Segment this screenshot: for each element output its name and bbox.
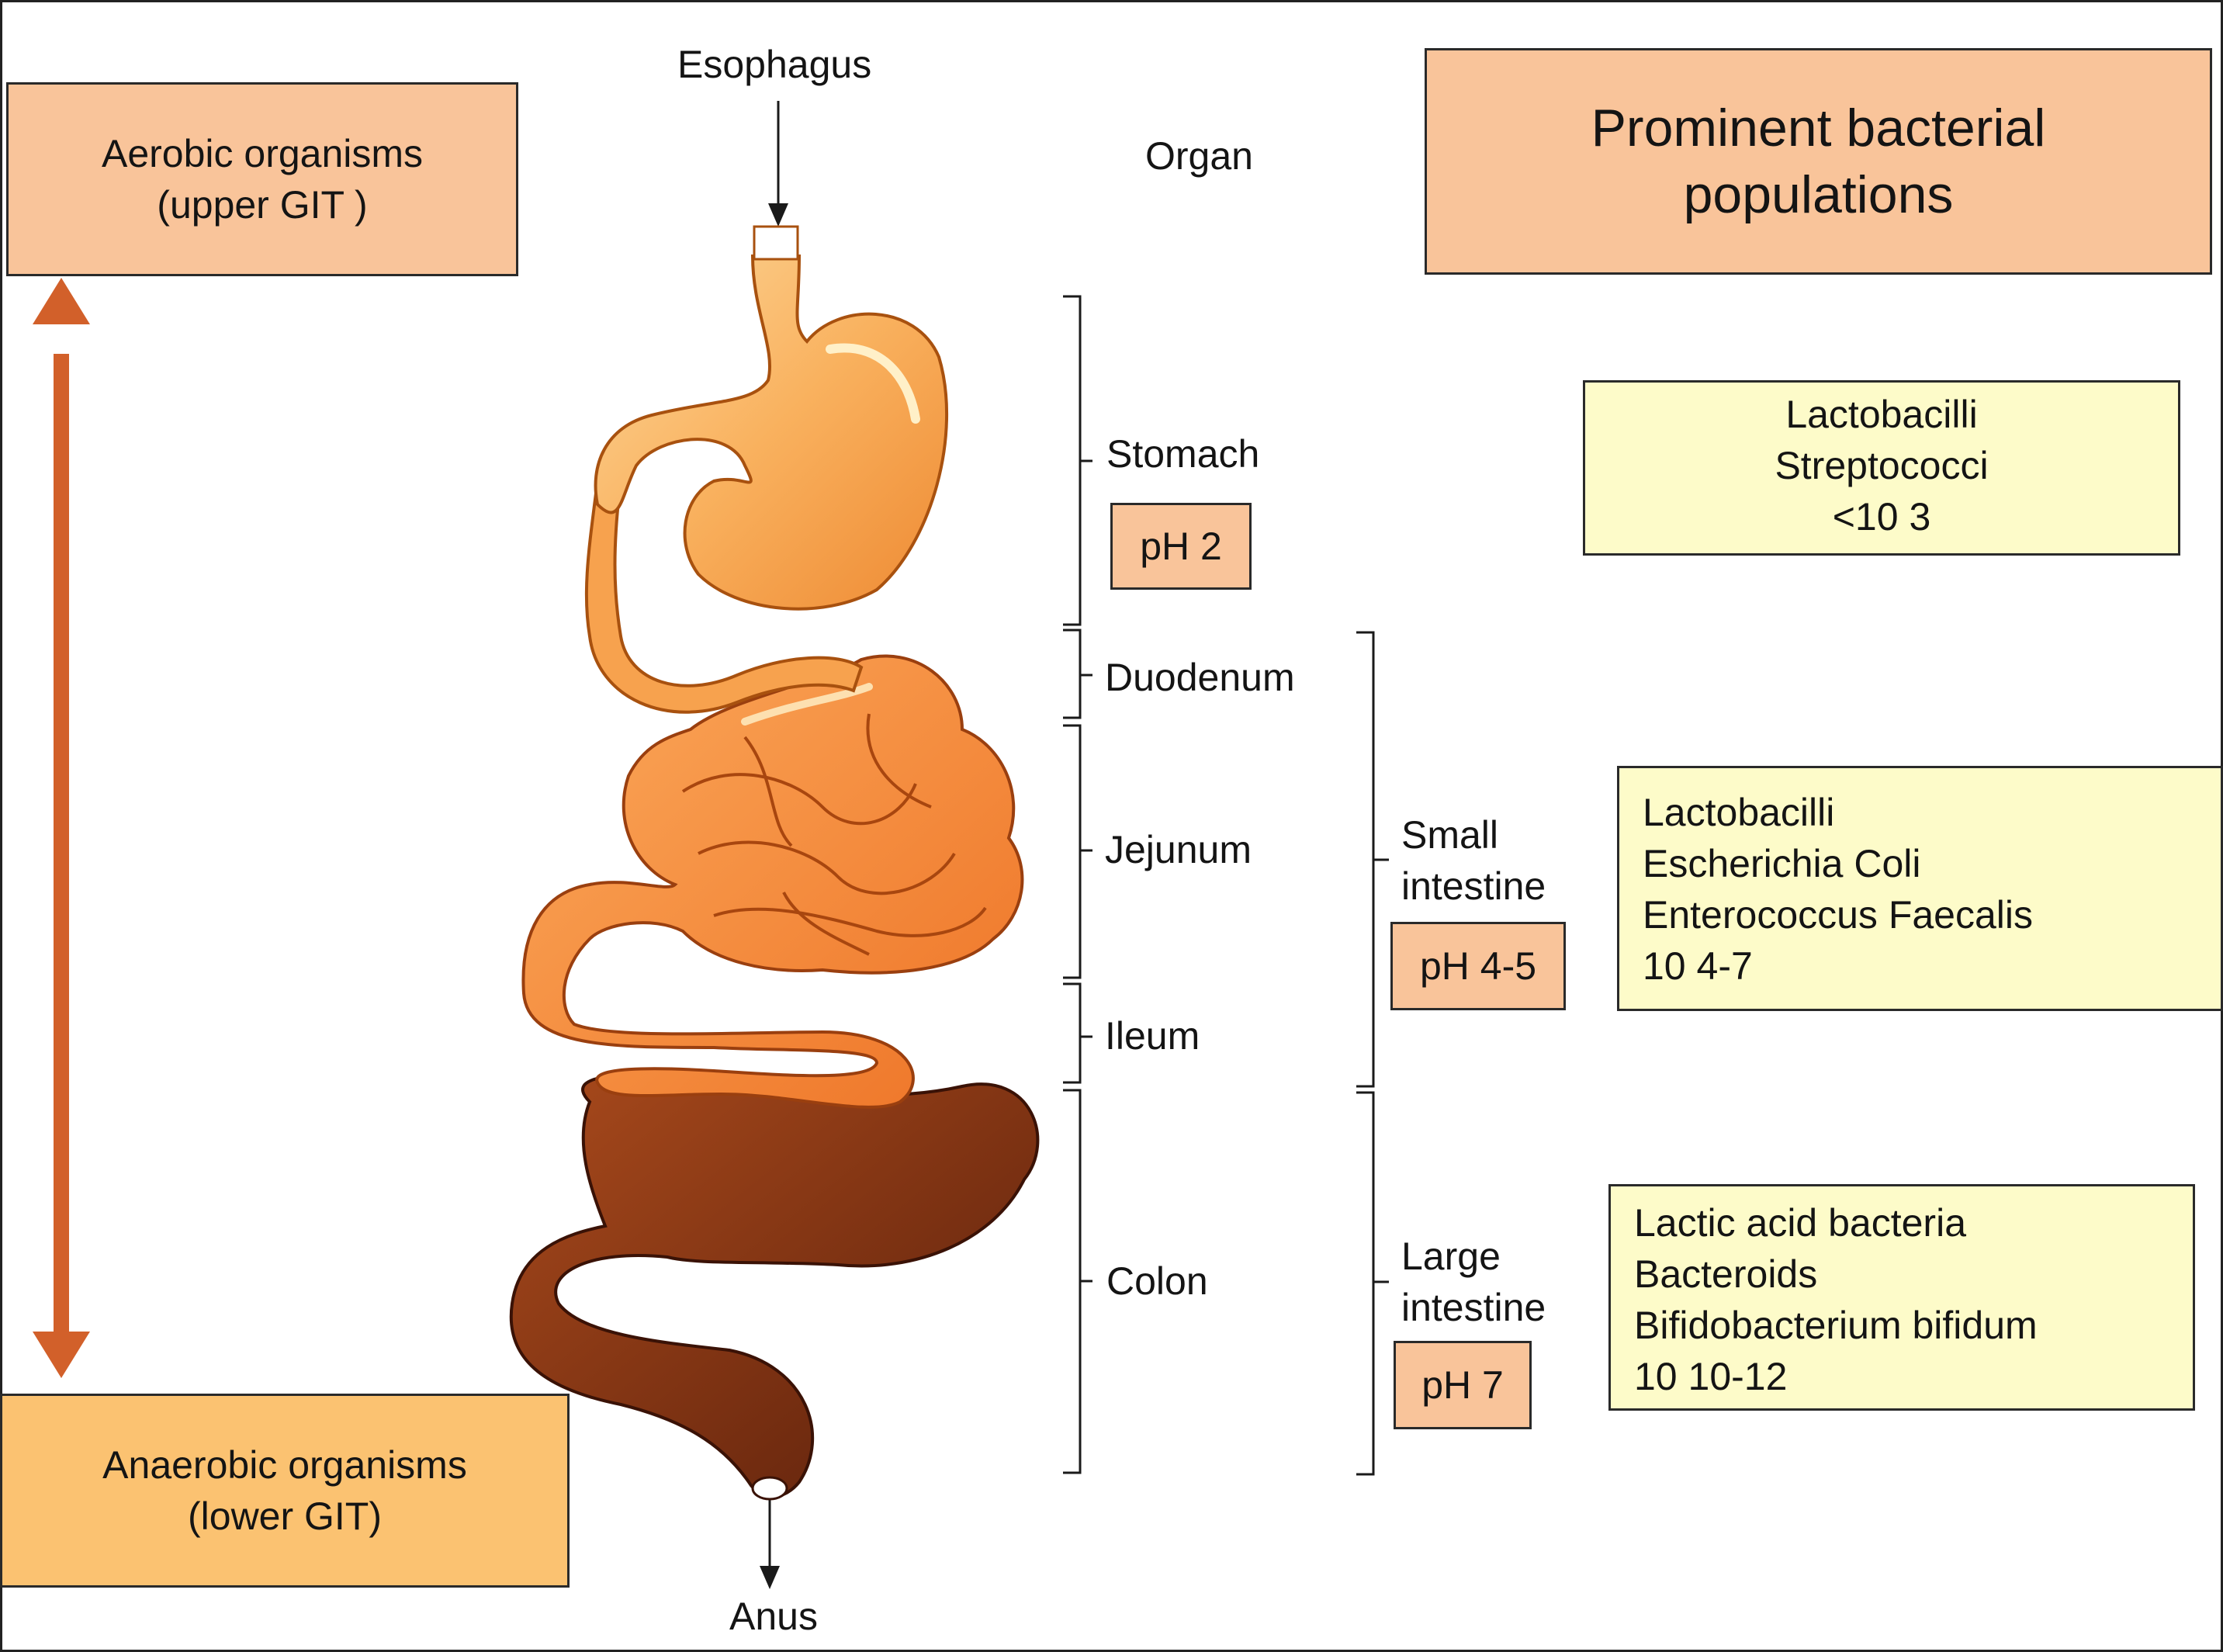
small-intestine-bacteria-3: Enterococcus Faecalis	[1643, 893, 2034, 937]
large-intestine-bacteria-count: 10 10-12	[1634, 1355, 1788, 1398]
small-intestine-line2: intestine	[1401, 864, 1546, 908]
small-intestine-bacteria-1: Lactobacilli	[1643, 791, 1835, 834]
large-intestine-line1: Large	[1401, 1235, 1501, 1278]
large-intestine-ph-box: pH 7	[1394, 1341, 1532, 1429]
bacteria-header-line2: populations	[1683, 165, 1954, 224]
small-intestine-bacteria-count: 10 4-7	[1643, 944, 1753, 988]
stomach-shape	[594, 255, 949, 611]
large-intestine-ph-label: pH 7	[1421, 1363, 1504, 1407]
large-intestine-bacteria-box: Lactic acid bacteria Bacteroids Bifidoba…	[1608, 1184, 2195, 1411]
stomach-bacteria-count: <10 3	[1832, 495, 1931, 539]
colon-label: Colon	[1106, 1259, 1208, 1303]
small-intestine-label: Small intestine	[1401, 809, 1546, 912]
aerobic-line2: (upper GIT )	[157, 183, 368, 227]
aerobic-line1: Aerobic organisms	[101, 132, 424, 175]
small-intestine-ph-box: pH 4-5	[1390, 922, 1566, 1010]
bacteria-header-box: Prominent bacterial populations	[1425, 48, 2212, 275]
jejunum-label: Jejunum	[1105, 828, 1252, 871]
aerobic-organisms-box: Aerobic organisms (upper GIT )	[6, 82, 518, 276]
colon-shape	[509, 1073, 1040, 1498]
small-intestine-line1: Small	[1401, 813, 1499, 857]
stomach-ph-label: pH 2	[1140, 525, 1222, 568]
anus-arrow	[760, 1498, 780, 1589]
large-intestine-label: Large intestine	[1401, 1231, 1546, 1333]
small-intestine-bacteria-2: Escherichia Coli	[1643, 842, 1921, 885]
bacteria-header-line1: Prominent bacterial	[1591, 99, 2046, 158]
small-intestine-shape	[521, 654, 1024, 1109]
digestive-tract-illustration	[509, 225, 1040, 1501]
stomach-bacteria-box: Lactobacilli Streptococci <10 3	[1583, 380, 2180, 556]
ileum-label: Ileum	[1105, 1014, 1200, 1058]
esophagus-arrow	[768, 101, 788, 227]
small-intestine-bacteria-box: Lactobacilli Escherichia Coli Enterococc…	[1617, 766, 2223, 1011]
large-intestine-bacteria-2: Bacteroids	[1634, 1252, 1818, 1296]
esophagus-label: Esophagus	[677, 43, 872, 86]
small-intestine-ph-label: pH 4-5	[1419, 944, 1537, 988]
anaerobic-line1: Anaerobic organisms	[102, 1443, 467, 1487]
anaerobic-line2: (lower GIT)	[188, 1494, 382, 1538]
large-intestine-line2: intestine	[1401, 1286, 1546, 1329]
anaerobic-organisms-box: Anaerobic organisms (lower GIT)	[0, 1394, 570, 1588]
large-intestine-bacteria-3: Bifidobacterium bifidum	[1634, 1304, 2038, 1347]
stomach-bacteria-2: Streptococci	[1775, 444, 1989, 487]
organ-brackets	[1063, 295, 1389, 1476]
anus-label: Anus	[729, 1595, 818, 1638]
organ-header: Organ	[1145, 134, 1253, 178]
stomach-ph-box: pH 2	[1110, 503, 1252, 590]
large-intestine-bacteria-1: Lactic acid bacteria	[1634, 1201, 1967, 1245]
stomach-bacteria-1: Lactobacilli	[1785, 393, 1978, 436]
aerobic-anaerobic-arrow	[33, 278, 90, 1378]
stomach-label: Stomach	[1106, 432, 1260, 476]
duodenum-label: Duodenum	[1105, 656, 1295, 699]
